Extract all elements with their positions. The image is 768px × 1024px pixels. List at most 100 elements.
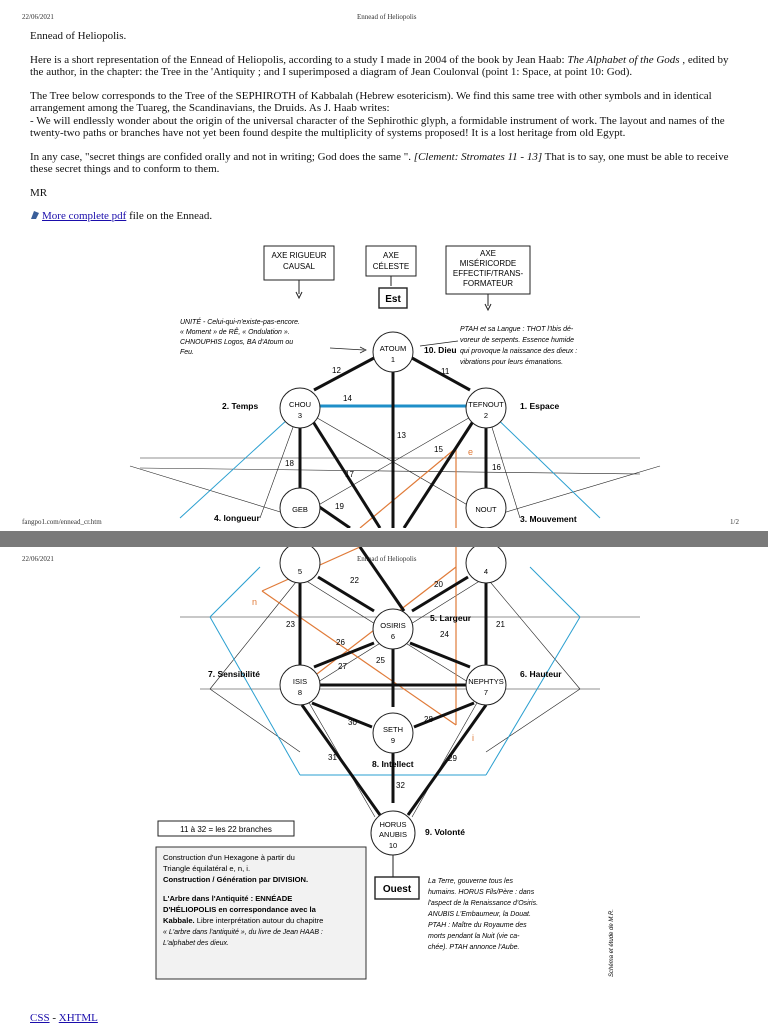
svg-text:26: 26 xyxy=(336,638,345,647)
print-date-2: 22/06/2021 xyxy=(22,555,54,563)
svg-text:Construction / Génération par: Construction / Génération par DIVISION. xyxy=(163,875,308,884)
svg-text:CÉLESTE: CÉLESTE xyxy=(373,262,409,271)
letter-n: n xyxy=(252,597,257,607)
svg-text:1: 1 xyxy=(391,355,395,364)
svg-text:TEFNOUT: TEFNOUT xyxy=(468,400,504,409)
svg-text:GEB: GEB xyxy=(292,505,308,514)
label-largeur: 5. Largeur xyxy=(430,613,472,623)
svg-text:17: 17 xyxy=(345,470,354,479)
svg-text:10: 10 xyxy=(389,841,397,850)
path-numbers-bottom: 22 20 23 24 21 26 25 27 28 30 29 31 32 xyxy=(286,576,505,790)
svg-text:SETH: SETH xyxy=(383,725,403,734)
footer-url: fangpo1.com/ennead_cr.htm xyxy=(22,518,102,526)
label-sensibilite: 7. Sensibilité xyxy=(208,669,260,679)
svg-text:PTAH et sa Langue : THOT l'Ibi: PTAH et sa Langue : THOT l'Ibis dé- xyxy=(460,326,574,333)
svg-text:9: 9 xyxy=(391,736,395,745)
node-tefnout: TEFNOUT 2 xyxy=(465,387,507,429)
svg-text:ANUBIS: ANUBIS xyxy=(379,830,407,839)
letter-e: e xyxy=(468,447,473,457)
ennead-diagram-bottom: 5 4 OSIRIS 6 ISIS 8 NEPHTYS 7 SETH 9 H xyxy=(155,547,640,980)
print-title-2: Ennead of Heliopolis xyxy=(357,555,417,563)
print-title: Ennead of Heliopolis xyxy=(357,13,417,21)
svg-text:21: 21 xyxy=(496,620,505,629)
svg-text:22: 22 xyxy=(350,576,359,585)
svg-text:CAUSAL: CAUSAL xyxy=(283,262,316,271)
svg-text:18: 18 xyxy=(285,459,294,468)
svg-text:19: 19 xyxy=(335,502,344,511)
svg-text:23: 23 xyxy=(286,620,295,629)
svg-text:8: 8 xyxy=(298,688,302,697)
svg-text:24: 24 xyxy=(440,630,449,639)
svg-text:Feu.: Feu. xyxy=(180,349,194,356)
css-link[interactable]: CSS xyxy=(30,1012,50,1024)
book-title: The Alphabet of the Gods xyxy=(567,53,680,66)
node-osiris: OSIRIS 6 xyxy=(372,608,414,650)
paragraph-secret: In any case, "secret things are confided… xyxy=(30,150,729,176)
label-dieu: 10. Dieu xyxy=(424,345,457,355)
svg-text:D'HÉLIOPOLIS en correspondance: D'HÉLIOPOLIS en correspondance avec la xyxy=(163,905,317,914)
label-hauteur: 6. Hauteur xyxy=(520,669,562,679)
pdf-line: More complete pdf file on the Ennead. xyxy=(30,210,730,223)
svg-text:12: 12 xyxy=(332,366,341,375)
svg-text:EFFECTIF/TRANS-: EFFECTIF/TRANS- xyxy=(453,269,524,278)
svg-text:morts pendant la Nuit (vie ca-: morts pendant la Nuit (vie ca- xyxy=(428,933,520,940)
svg-text:16: 16 xyxy=(492,463,501,472)
clement-quote: [Clement: Stromates 11 - 13] xyxy=(413,150,543,163)
svg-text:Triangle équilatéral e, n, i.: Triangle équilatéral e, n, i. xyxy=(163,864,250,873)
svg-text:ANUBIS L'Embaumeur, la Douat.: ANUBIS L'Embaumeur, la Douat. xyxy=(427,911,531,918)
node-atoum: ATOUM 1 xyxy=(372,331,414,373)
label-intellect: 8. Intellect xyxy=(372,759,414,769)
svg-text:13: 13 xyxy=(397,431,406,440)
svg-text:31: 31 xyxy=(328,753,337,762)
svg-text:14: 14 xyxy=(343,394,352,403)
label-temps: 2. Temps xyxy=(222,401,258,411)
svg-text:OSIRIS: OSIRIS xyxy=(380,621,405,630)
svg-text:5: 5 xyxy=(298,567,302,576)
box-axe-misericorde: AXE MISÉRICORDE EFFECTIF/TRANS- FORMATEU… xyxy=(445,245,531,295)
svg-text:7: 7 xyxy=(484,688,488,697)
paragraph-intro: Here is a short representation of the En… xyxy=(30,53,729,79)
svg-text:25: 25 xyxy=(376,656,385,665)
node-nout: 4 xyxy=(465,547,507,584)
xhtml-link[interactable]: XHTML xyxy=(58,1012,98,1024)
label-espace: 1. Espace xyxy=(520,401,559,411)
svg-text:L'Arbre dans l'Antiquité : ENN: L'Arbre dans l'Antiquité : ENNÉADE xyxy=(163,894,292,903)
svg-text:NOUT: NOUT xyxy=(475,505,497,514)
svg-text:6: 6 xyxy=(391,632,395,641)
node-isis: ISIS 8 xyxy=(279,664,321,706)
svg-text:chée). PTAH annonce l'Aube.: chée). PTAH annonce l'Aube. xyxy=(428,944,520,951)
more-complete-pdf-link[interactable]: More complete pdf xyxy=(42,210,127,222)
svg-text:11 à 32 = les 22 branches: 11 à 32 = les 22 branches xyxy=(180,825,272,834)
label-longueur: 4. longueur xyxy=(214,513,261,523)
svg-text:Est: Est xyxy=(385,294,401,305)
terre-note: La Terre, gouverne tous les humains. HOR… xyxy=(427,878,538,951)
svg-text:qui provoque la naissance des: qui provoque la naissance des dieux : xyxy=(460,348,577,355)
svg-text:32: 32 xyxy=(396,781,405,790)
ptah-note: PTAH et sa Langue : THOT l'Ibis dé- vore… xyxy=(460,326,577,366)
article-heading: Ennead of Heliopolis. xyxy=(30,30,127,42)
ennead-diagram-top: AXE RIGUEUR CAUSAL AXE CÉLESTE AXE MISÉR… xyxy=(129,245,661,528)
label-mouvement: 3. Mouvement xyxy=(520,514,577,524)
node-seth: SETH 9 xyxy=(372,712,414,754)
node-nephtys: NEPHTYS 7 xyxy=(465,664,507,706)
pdf-file-icon xyxy=(31,211,39,219)
svg-text:CHOU: CHOU xyxy=(289,400,311,409)
ouest-label-box: Ouest xyxy=(374,876,420,900)
svg-text:AXE RIGUEUR: AXE RIGUEUR xyxy=(271,251,326,260)
article-body: Ennead of Heliopolis. Here is a short re… xyxy=(30,30,730,234)
svg-text:AXE: AXE xyxy=(383,251,399,260)
footer-page: 1/2 xyxy=(730,518,739,526)
svg-text:28: 28 xyxy=(424,715,433,724)
svg-text:FORMATEUR: FORMATEUR xyxy=(463,279,513,288)
svg-text:humains. HORUS Fils/Père : dan: humains. HORUS Fils/Père : dans xyxy=(428,889,535,896)
svg-text:CHNOUPHIS Logos, BA d'Atoum ou: CHNOUPHIS Logos, BA d'Atoum ou xyxy=(180,339,293,346)
svg-text:Construction d'un Hexagone à p: Construction d'un Hexagone à partir du xyxy=(163,853,295,862)
footer-links: CSS - XHTML xyxy=(30,1012,98,1024)
path-numbers-top: 12 11 14 13 15 16 17 18 19 xyxy=(285,366,501,511)
svg-text:La Terre, gouverne tous les: La Terre, gouverne tous les xyxy=(428,878,513,885)
svg-text:HORUS: HORUS xyxy=(379,820,406,829)
svg-text:ISIS: ISIS xyxy=(293,677,307,686)
print-date: 22/06/2021 xyxy=(22,13,54,21)
svg-text:Ouest: Ouest xyxy=(383,884,412,895)
node-geb-top: GEB xyxy=(279,487,321,528)
